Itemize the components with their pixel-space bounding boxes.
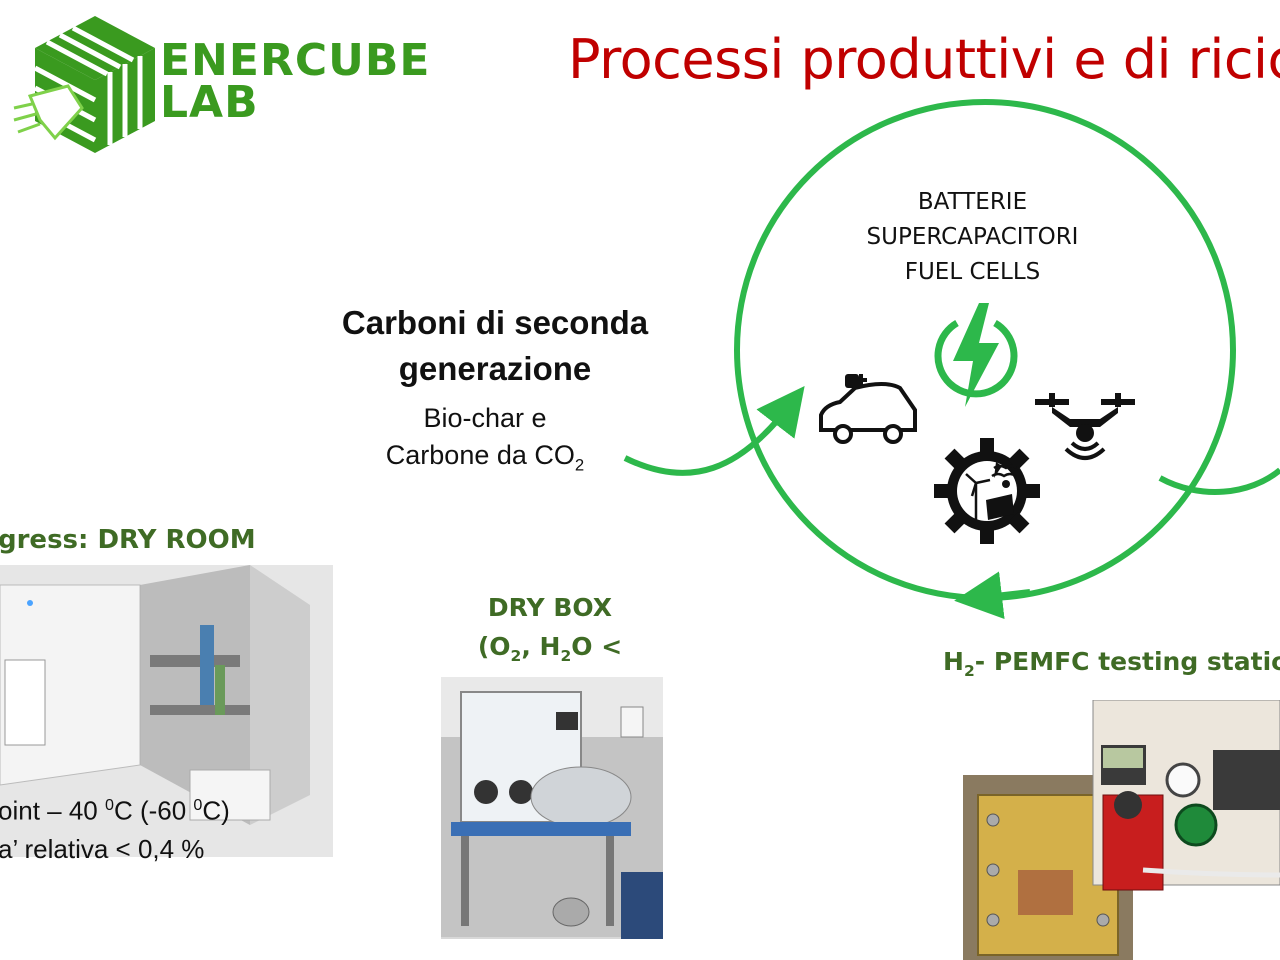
logo-line-1: ENERCUBE [160, 35, 431, 86]
dry-box-title: DRY BOX [487, 593, 613, 622]
drone-icon [1035, 393, 1135, 460]
lightning-bolt-icon [934, 303, 1018, 407]
pemfc-heading: H2- PEMFC testing station [943, 647, 1280, 680]
cycle-label-batterie: BATTERIE [917, 189, 1028, 215]
logo-cube-icon [13, 16, 155, 153]
renewable-energy-gear-icon [934, 438, 1040, 544]
cycle-label-fuel-cells: FUEL CELLS [904, 259, 1041, 285]
dry-room-spec-line-2: a’ relativa < 0,4 % [0, 833, 205, 864]
dry-room-spec: oint – 40 0C (-60 0C) a’ relativa < 0,4 … [0, 786, 230, 868]
logo: ENERCUBE LAB [10, 8, 430, 158]
cycle-labels: BATTERIE SUPERCAPACITORI FUEL CELLS [820, 185, 1125, 290]
biochar-line-2: Carbone da CO2 [385, 440, 585, 475]
cycle-diagram [623, 99, 1280, 620]
carboni-heading: Carboni di seconda generazione [300, 300, 690, 392]
carboni-subtitle: Bio-char e Carbone da CO2 [360, 400, 610, 483]
carboni-title-line-1: Carboni di seconda [341, 304, 649, 341]
cycle-arrow-in [623, 385, 805, 476]
pemfc-photo [963, 700, 1280, 960]
dry-box-photo [441, 677, 663, 939]
biochar-line-1: Bio-char e [423, 403, 547, 433]
slide-title: Processi produttivi e di ricic [568, 28, 1280, 91]
carboni-title-line-2: generazione [398, 350, 592, 387]
cycle-arrow-bottom [954, 571, 1031, 620]
dry-room-heading: gress: DRY ROOM [0, 525, 256, 555]
cycle-arrow-out [1158, 467, 1280, 495]
electric-car-icon [819, 374, 917, 444]
cycle-label-supercapacitori: SUPERCAPACITORI [866, 224, 1079, 250]
logo-line-2: LAB [160, 77, 259, 128]
dry-room-spec-line-1: oint – 40 0C (-60 0C) [0, 795, 230, 826]
dry-room-photo [0, 565, 333, 857]
